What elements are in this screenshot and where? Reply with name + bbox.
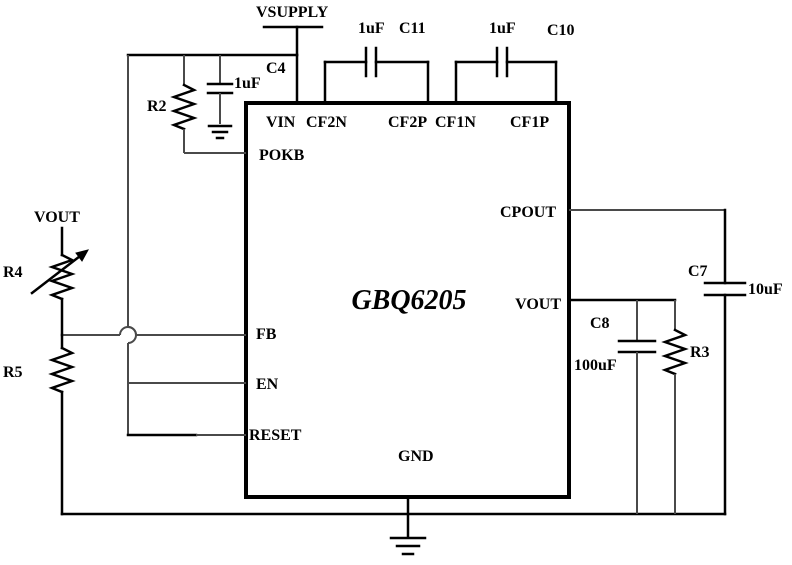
pin-vout-label: VOUT [515, 296, 561, 313]
c10-capacitor [454, 46, 558, 105]
r3-label: R3 [690, 344, 710, 361]
vsupply-label: VSUPPLY [256, 4, 329, 21]
c4-capacitor [206, 55, 234, 124]
ic-body [244, 101, 571, 499]
c4-ground-icon [207, 124, 233, 140]
pin-en-label: EN [256, 376, 279, 393]
r4-variable-resistor [30, 226, 89, 337]
r5-resistor [48, 333, 76, 516]
c8-value: 100uF [574, 357, 617, 374]
c8-capacitor [617, 300, 657, 514]
vout-feedback-label: VOUT [34, 209, 80, 226]
en-reset-rail [126, 55, 246, 437]
chip-name: GBQ6205 [351, 285, 466, 316]
pin-vin-label: VIN [266, 114, 296, 131]
fb-net [62, 326, 246, 336]
pin-reset-label: RESET [249, 427, 302, 444]
vsupply-net [126, 25, 324, 105]
r4-label: R4 [3, 264, 23, 281]
r5-label: R5 [3, 364, 23, 381]
pin-gnd-label: GND [398, 448, 434, 465]
pin-cf2p-label: CF2P [388, 114, 427, 131]
c11-label: C11 [399, 20, 426, 37]
pin-cf1n-label: CF1N [435, 114, 476, 131]
c8-label: C8 [590, 315, 610, 332]
c11-value: 1uF [358, 20, 385, 37]
c10-label: C10 [547, 22, 575, 39]
c10-value: 1uF [489, 20, 516, 37]
pin-cpout-label: CPOUT [500, 204, 556, 221]
c11-capacitor [323, 46, 430, 105]
c7-label: C7 [688, 263, 708, 280]
c4-value: 1uF [234, 75, 261, 92]
main-ground-icon [389, 536, 427, 556]
c7-value: 10uF [748, 281, 783, 298]
r2-resistor [170, 55, 246, 154]
pin-pokb-label: POKB [259, 147, 305, 164]
pin-cf1p-label: CF1P [510, 114, 549, 131]
ground-bus [60, 495, 727, 538]
c7-capacitor [569, 208, 747, 516]
r3-resistor [661, 300, 689, 514]
pin-cf2n-label: CF2N [306, 114, 347, 131]
c4-label: C4 [266, 60, 286, 77]
pin-fb-label: FB [256, 326, 277, 343]
r2-label: R2 [147, 98, 167, 115]
